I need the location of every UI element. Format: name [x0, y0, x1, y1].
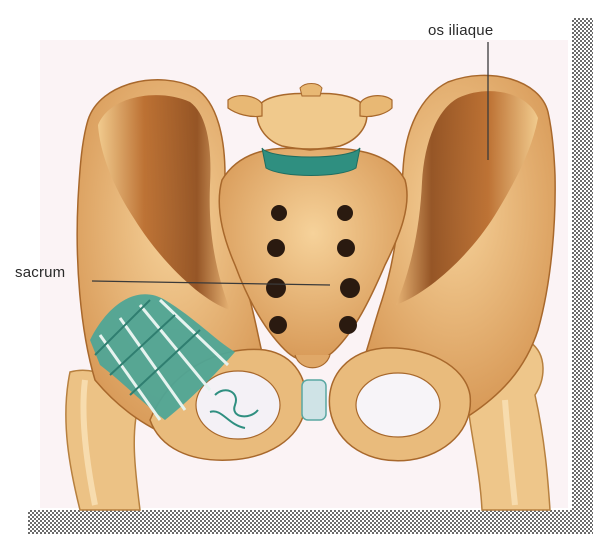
label-os-iliaque: os iliaque	[428, 22, 493, 39]
right-pubic-ramus	[329, 348, 470, 461]
frame-bottom-border	[28, 510, 593, 534]
pubic-symphysis	[302, 380, 326, 420]
label-sacrum: sacrum	[15, 264, 65, 281]
frame-right-border	[572, 18, 593, 518]
left-obturator-foramen	[196, 371, 280, 439]
right-obturator-foramen	[356, 373, 440, 437]
